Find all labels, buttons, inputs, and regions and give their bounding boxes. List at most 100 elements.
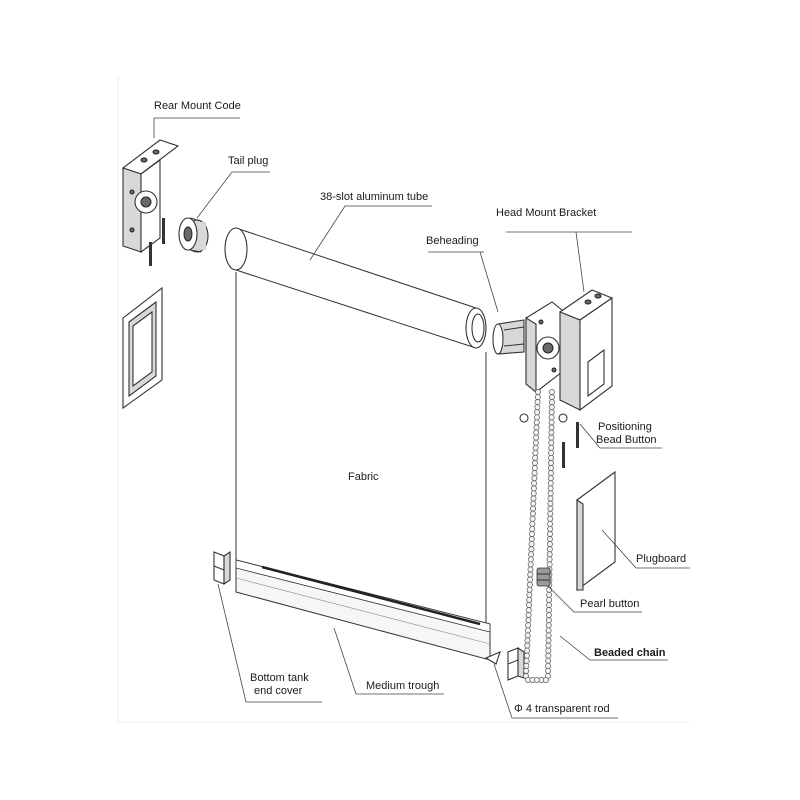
bottom-tank-label-line1: Bottom tank <box>250 672 309 684</box>
chain-bead <box>527 566 534 573</box>
rear-cover-plate <box>122 286 163 410</box>
chain-bead <box>531 475 538 482</box>
chain-bead <box>546 561 553 568</box>
chain-bead <box>545 622 552 629</box>
chain-bead <box>523 662 530 669</box>
chain-bead <box>530 485 537 492</box>
aluminum-tube <box>224 227 487 349</box>
chain-bead <box>533 429 540 436</box>
chain-bead <box>545 642 552 649</box>
chain-bead <box>547 490 554 497</box>
chain-bead <box>531 465 538 472</box>
chain-bead <box>524 627 531 634</box>
chain-bead <box>531 470 538 477</box>
chain-bead <box>547 495 554 502</box>
chain-bead <box>530 500 537 507</box>
chain-bead <box>525 612 532 619</box>
plugboard <box>576 470 616 592</box>
chain-bead <box>547 465 554 472</box>
chain-bead <box>528 536 535 543</box>
chain-bead <box>547 475 554 482</box>
chain-bead <box>526 591 533 598</box>
bottom-tank-end-cover-right <box>507 646 525 681</box>
chain-bead <box>531 480 538 487</box>
chain-bead <box>523 667 530 674</box>
chain-bead <box>548 419 555 426</box>
chain-bead <box>548 394 555 401</box>
chain-bead <box>530 505 537 512</box>
chain-bead <box>546 556 553 563</box>
fabric-label: Fabric <box>348 471 379 483</box>
beaded-chain <box>523 389 555 683</box>
positioning-label-line2: Bead Button <box>596 434 657 446</box>
chain-bead <box>526 602 532 608</box>
tail-plug <box>178 217 209 253</box>
chain-bead <box>530 495 537 502</box>
chain-bead <box>545 612 552 619</box>
chain-bead <box>535 389 541 395</box>
chain-bead <box>547 485 554 492</box>
chain-bead <box>526 581 533 588</box>
chain-bead <box>545 627 552 634</box>
chain-bead <box>548 454 555 461</box>
chain-bead <box>545 617 552 624</box>
chain-bead <box>524 637 531 644</box>
positioning-label-line1: Positioning <box>598 421 652 433</box>
chain-bead <box>548 414 555 421</box>
chain-bead <box>549 389 555 395</box>
chain-bead <box>545 652 552 659</box>
medium-trough-label: Medium trough <box>366 680 439 692</box>
pearl-button-label: Pearl button <box>580 598 639 610</box>
chain-bead <box>528 541 535 548</box>
chain-bead <box>548 399 555 406</box>
chain-bead <box>529 531 535 537</box>
chain-bead <box>525 607 532 614</box>
chain-bead <box>548 449 555 456</box>
chain-bead <box>528 546 535 553</box>
pearl-button <box>536 567 551 587</box>
chain-bead <box>534 409 541 416</box>
chain-bead <box>533 434 540 441</box>
chain-bead <box>545 637 552 644</box>
leader-lines <box>153 117 690 719</box>
head-mount-bracket-label: Head Mount Bracket <box>496 207 596 219</box>
chain-bead <box>525 622 532 629</box>
chain-bead <box>545 662 552 669</box>
chain-bead <box>548 409 555 416</box>
chain-bead <box>547 480 554 487</box>
chain-bead <box>548 424 555 431</box>
chain-bead <box>532 444 539 451</box>
plugboard-label: Plugboard <box>636 553 686 565</box>
chain-bead <box>548 460 554 466</box>
chain-bead <box>524 642 531 649</box>
chain-bead <box>526 596 533 603</box>
positioning-bead-button <box>519 413 579 468</box>
transparent-rod-end <box>484 651 501 665</box>
chain-bead <box>547 510 554 517</box>
chain-bead <box>534 404 541 411</box>
chain-bead <box>543 677 549 683</box>
chain-bead <box>545 647 552 654</box>
chain-bead <box>529 525 536 532</box>
chain-bead <box>533 424 540 431</box>
chain-bead <box>532 449 539 456</box>
chain-bead <box>532 460 538 466</box>
chain-bead <box>523 657 530 664</box>
rear-mount-code-label: Rear Mount Code <box>154 100 241 112</box>
chain-bead <box>545 667 552 674</box>
aluminum-tube-label: 38-slot aluminum tube <box>320 191 428 203</box>
chain-bead <box>524 647 531 654</box>
chain-bead <box>548 434 555 441</box>
chain-bead <box>546 586 553 593</box>
chain-bead <box>523 652 530 659</box>
chain-bead <box>546 546 553 553</box>
chain-bead <box>548 404 555 411</box>
chain-bead <box>545 657 552 664</box>
bottom-tank-end-cover-left <box>213 550 231 586</box>
chain-bead <box>524 632 531 639</box>
chain-bead <box>534 394 541 401</box>
chain-bead <box>547 515 554 522</box>
chain-bead <box>530 490 537 497</box>
chain-bead <box>528 551 535 558</box>
